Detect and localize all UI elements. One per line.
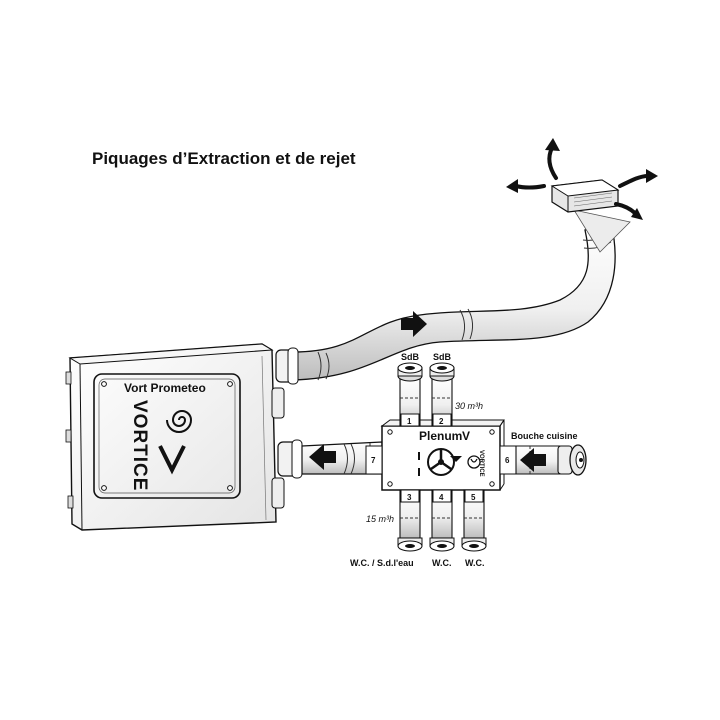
flow-rate-top: 30 m³h bbox=[455, 401, 483, 411]
spiral-icon bbox=[166, 410, 193, 433]
plenum-port-1 bbox=[397, 362, 423, 427]
port-number-2: 2 bbox=[439, 417, 444, 426]
plenum-port-7 bbox=[365, 445, 383, 475]
exhaust-arrowheads bbox=[506, 138, 658, 220]
flow-arrow-icon bbox=[309, 444, 336, 470]
label-sdb-1: SdB bbox=[401, 352, 420, 362]
plenum-logo-short: V bbox=[462, 429, 470, 443]
label-sdb-2: SdB bbox=[433, 352, 452, 362]
port-number-6: 6 bbox=[505, 456, 510, 465]
port-number-1: 1 bbox=[407, 417, 412, 426]
label-bouche-cuisine: Bouche cuisine bbox=[511, 431, 578, 441]
label-wc-4: W.C. bbox=[432, 558, 452, 568]
plenum-logo-name: VORTICE bbox=[478, 450, 484, 477]
roof-outlet bbox=[550, 179, 631, 253]
port-number-4: 4 bbox=[439, 493, 444, 502]
port-number-7: 7 bbox=[371, 456, 376, 465]
plenum-port-4 bbox=[429, 489, 455, 552]
vortice-logo-icon bbox=[158, 445, 186, 475]
flow-arrow-icon bbox=[401, 311, 427, 337]
kitchen-hood-valve bbox=[557, 444, 587, 476]
plenum-port-3 bbox=[397, 489, 423, 552]
plenum-port-2 bbox=[429, 362, 455, 427]
vortice-logo-icon bbox=[467, 455, 481, 469]
unit-front-panel bbox=[93, 373, 241, 499]
plenum-small-marks bbox=[418, 452, 420, 476]
label-wc-sdleau: W.C. / S.d.l'eau bbox=[350, 558, 414, 568]
flow-arrow-icon bbox=[520, 448, 546, 472]
unit-brand-logo: VORTICE bbox=[129, 400, 150, 491]
plenum-name: Plenum bbox=[419, 429, 462, 443]
label-wc-5: W.C. bbox=[465, 558, 485, 568]
fan-icon bbox=[427, 448, 462, 476]
ventilation-unit bbox=[65, 343, 285, 531]
port-number-5: 5 bbox=[471, 493, 476, 502]
plenum-port-5 bbox=[461, 489, 487, 552]
port-number-3: 3 bbox=[407, 493, 412, 502]
diagram-title: Piquages d’Extraction et de rejet bbox=[92, 149, 356, 168]
unit-model-name: Vort Prometeo bbox=[124, 381, 206, 395]
flow-rate-bottom: 15 m³h bbox=[366, 514, 394, 524]
